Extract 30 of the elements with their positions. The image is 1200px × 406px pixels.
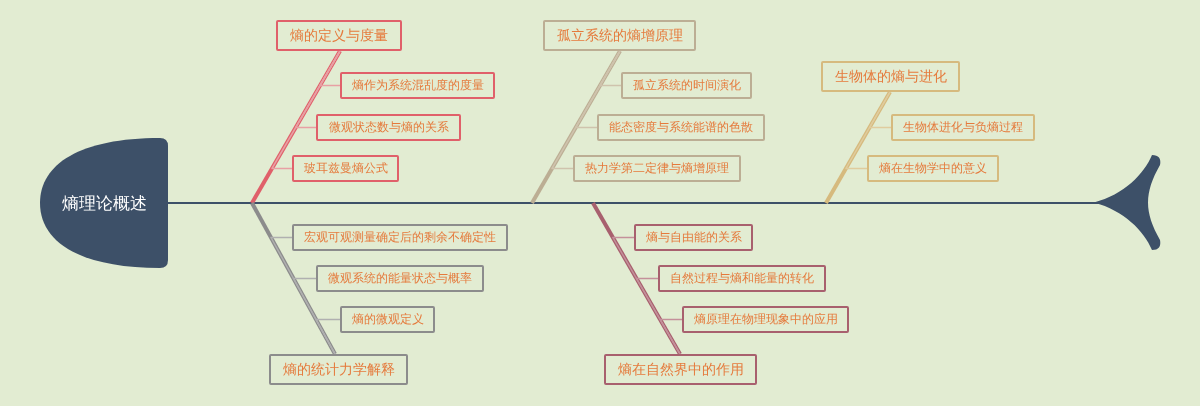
- subtopic: 生物体进化与负熵过程: [891, 114, 1035, 141]
- main-topic: 熵的统计力学解释: [269, 354, 408, 385]
- subtopic: 熵作为系统混乱度的度量: [340, 72, 495, 99]
- branch-line: [530, 50, 622, 204]
- central-topic: 熵理论概述: [60, 191, 148, 215]
- connector-line: [271, 50, 341, 170]
- subtopic: 熵的微观定义: [340, 306, 435, 333]
- connector-line: [551, 50, 621, 170]
- connector-line: [659, 318, 683, 355]
- branch-line: [250, 202, 337, 355]
- subtopic: 熵在生物学中的意义: [867, 155, 999, 182]
- branch-line: [824, 91, 892, 204]
- subtopic: 熵原理在物理现象中的应用: [682, 306, 849, 333]
- subtopic: 孤立系统的时间演化: [621, 72, 752, 99]
- main-topic: 熵在自然界中的作用: [604, 354, 757, 385]
- main-topic: 孤立系统的熵增原理: [543, 20, 696, 51]
- subtopic: 能态密度与系统能谱的色散: [597, 114, 765, 141]
- main-topic: 熵的定义与度量: [276, 20, 402, 51]
- subtopic: 热力学第二定律与熵增原理: [573, 155, 741, 182]
- subtopic: 熵与自由能的关系: [634, 224, 753, 251]
- subtopic: 自然过程与熵和能量的转化: [658, 265, 826, 292]
- main-topic: 生物体的熵与进化: [821, 61, 960, 92]
- subtopic: 微观系统的能量状态与概率: [316, 265, 484, 292]
- subtopic: 玻耳兹曼熵公式: [292, 155, 399, 182]
- subtopic: 宏观可观测量确定后的剩余不确定性: [292, 224, 508, 251]
- connector-line: [845, 91, 891, 170]
- connector-line: [315, 318, 341, 355]
- branch-line: [250, 50, 342, 204]
- subtopic: 微观状态数与熵的关系: [316, 114, 461, 141]
- branch-line: [591, 202, 682, 355]
